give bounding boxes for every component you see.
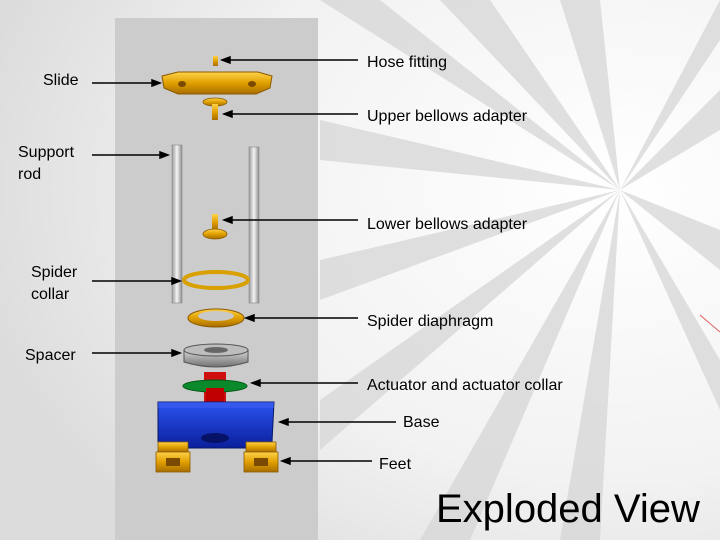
feet-part (155, 441, 279, 473)
lower-bellows-adapter-part (202, 214, 228, 240)
label-lower-bellows-adapter: Lower bellows adapter (367, 216, 528, 233)
label-hose-fitting: Hose fitting (367, 54, 448, 71)
support-rod-part (171, 144, 260, 304)
base-part (157, 401, 275, 449)
label-base: Base (403, 414, 440, 431)
label-spider-diaphragm: Spider diaphragm (367, 313, 494, 330)
label-feet: Feet (379, 456, 412, 473)
label-spider-collar-line2: collar (31, 286, 70, 303)
label-spider-collar-line1: Spider (31, 264, 78, 281)
upper-bellows-adapter-part (202, 97, 228, 120)
label-slide: Slide (43, 72, 79, 89)
slide-title: Exploded View (436, 487, 700, 531)
spider-collar-part (182, 270, 250, 290)
label-spacer: Spacer (25, 347, 76, 364)
label-actuator-and-collar: Actuator and actuator collar (367, 377, 563, 394)
hose-fitting-part (213, 56, 218, 66)
spacer-part (183, 343, 249, 368)
actuator-part (182, 372, 248, 402)
label-support-rod-line1: Support (18, 144, 75, 161)
spider-diaphragm-part (187, 308, 245, 328)
label-upper-bellows-adapter: Upper bellows adapter (367, 108, 528, 125)
label-support-rod-line2: rod (18, 166, 42, 183)
slide-part (161, 71, 273, 95)
